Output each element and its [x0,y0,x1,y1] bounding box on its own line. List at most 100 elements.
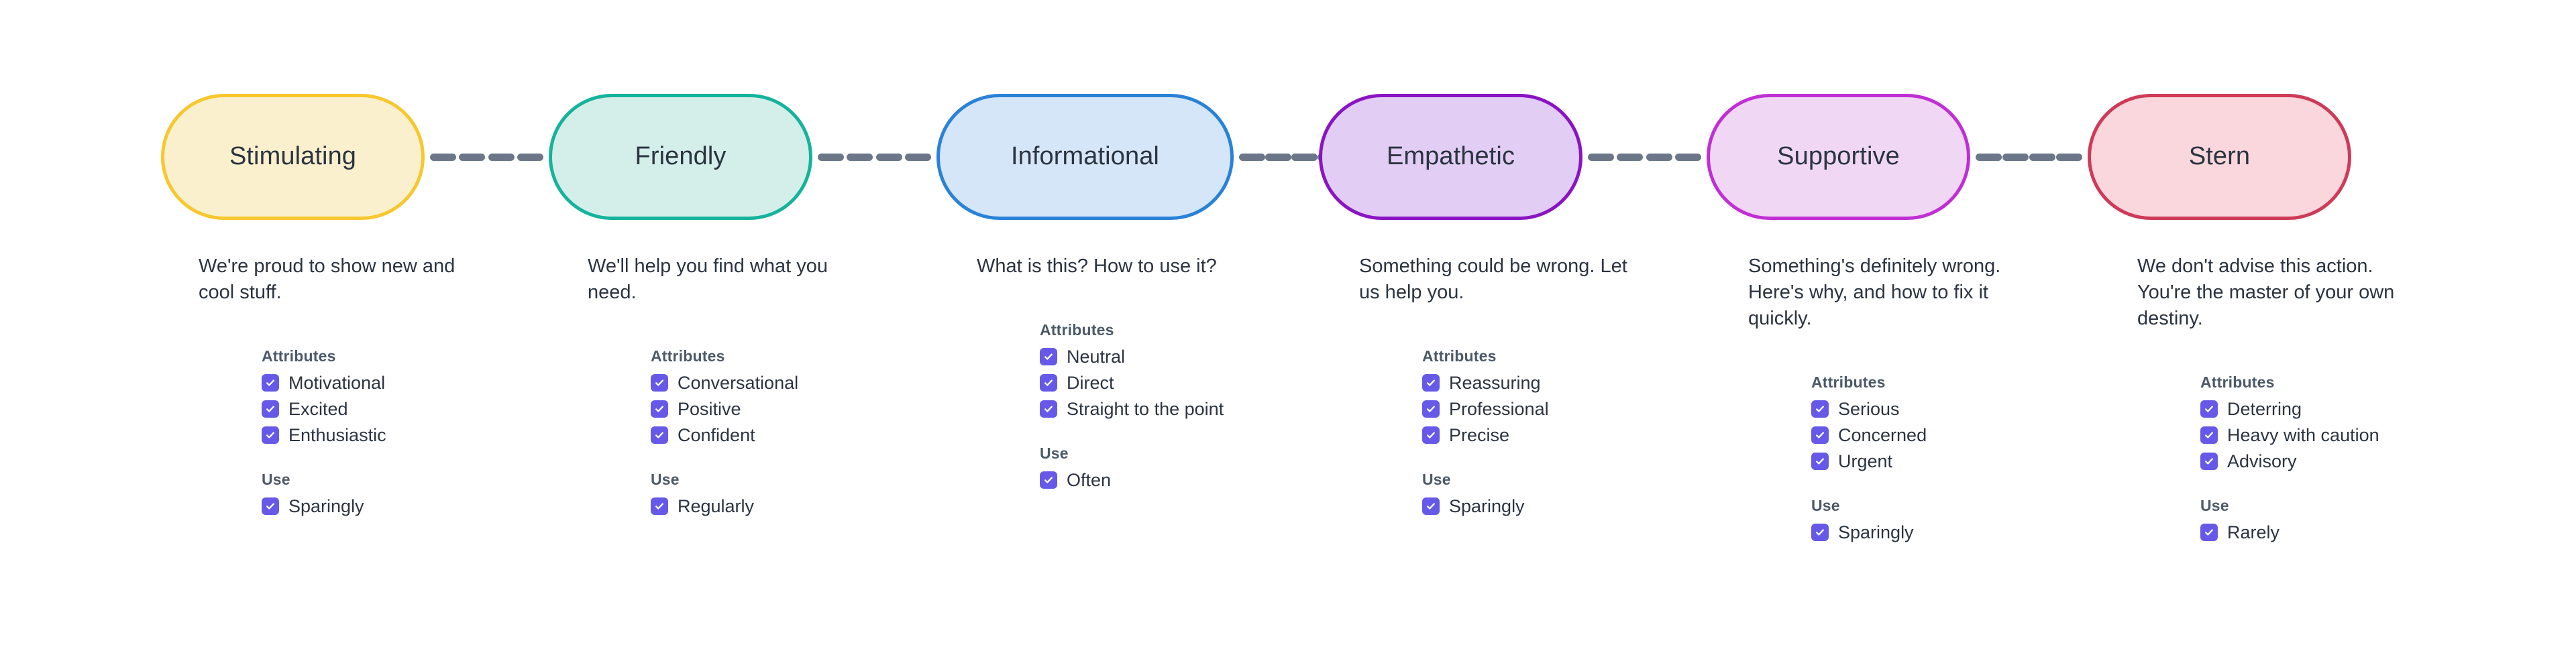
checkbox-checked-icon[interactable] [1422,426,1440,444]
checkbox-label: Motivational [288,373,386,393]
dashed-line-icon [1234,153,1344,161]
checkbox-checked-icon[interactable] [262,497,279,515]
tone-pill-friendly[interactable]: Friendly [549,94,812,220]
checkbox-checked-icon[interactable] [651,426,668,444]
tone-pill-label: Supportive [1777,142,1900,171]
checkbox-row[interactable]: Deterring [2200,399,2513,419]
checkbox-checked-icon[interactable] [1040,400,1057,418]
group-title-attributes: Attributes [651,347,725,365]
checkbox-row[interactable]: Urgent [1811,451,2097,471]
checkbox-checked-icon[interactable] [1040,374,1057,392]
checkbox-checked-icon[interactable] [1422,497,1440,515]
checkbox-label: Concerned [1838,425,1927,445]
checkbox-label: Straight to the point [1067,399,1224,419]
group-title-use: Use [2200,497,2229,514]
checkbox-checked-icon[interactable] [2200,524,2218,541]
checkbox-row[interactable]: Professional [1422,399,1721,419]
checkbox-checked-icon[interactable] [2200,400,2218,418]
checkbox-checked-icon[interactable] [651,497,668,515]
checkbox-row[interactable]: Precise [1422,425,1721,445]
checkbox-checked-icon[interactable] [1422,374,1440,392]
tone-pill-label: Stimulating [229,142,357,171]
checkbox-row[interactable]: Sparingly [262,496,547,516]
checkbox-label: Regularly [678,496,755,516]
checkbox-row[interactable]: Reassuring [1422,373,1721,393]
checkbox-label: Excited [288,399,348,419]
tone-description: Something's definitely wrong. Here's why… [1748,255,2001,329]
dash-segment [1291,153,1318,161]
checkbox-checked-icon[interactable] [2200,453,2218,470]
checkbox-checked-icon[interactable] [1422,400,1440,418]
checkbox-row[interactable]: Serious [1811,399,2097,419]
checkbox-row[interactable]: Advisory [2200,451,2513,471]
checkbox-row[interactable]: Conversational [651,373,936,393]
checkbox-row[interactable]: Positive [651,399,936,419]
checkbox-row[interactable]: Confident [651,425,936,445]
group-title-use: Use [1811,497,1840,514]
dash-segment [2029,153,2055,161]
checkbox-checked-icon[interactable] [651,400,668,418]
checkbox-row[interactable]: Sparingly [1422,496,1721,516]
checkbox-checked-icon[interactable] [651,374,668,392]
checkbox-checked-icon[interactable] [1811,524,1829,541]
group-title-use: Use [1040,445,1069,462]
tone-pill-supportive[interactable]: Supportive [1707,94,1970,220]
checkbox-row[interactable]: Excited [262,399,547,419]
checkbox-row[interactable]: Straight to the point [1040,399,1326,419]
checkbox-checked-icon[interactable] [1811,453,1829,470]
checkbox-label: Often [1067,470,1112,490]
checkbox-checked-icon[interactable] [1040,471,1057,489]
dash-segment [1265,153,1291,161]
dash-segment [517,153,543,161]
tone-pill-stern[interactable]: Stern [2088,94,2351,220]
dashed-line-icon [1970,153,2088,161]
checkbox-checked-icon[interactable] [1811,426,1829,444]
tone-pill-stimulating[interactable]: Stimulating [161,94,425,220]
checkbox-row[interactable]: Regularly [651,496,936,516]
checkbox-label: Reassuring [1449,373,1541,393]
checkbox-row[interactable]: Concerned [1811,425,2097,445]
checkbox-row[interactable]: Rarely [2200,522,2513,542]
tone-description: We're proud to show new and cool stuff. [199,255,455,303]
checkbox-row[interactable]: Often [1040,470,1326,490]
tone-pill-informational[interactable]: Informational [936,94,1234,220]
checkbox-row[interactable]: Direct [1040,373,1326,393]
checkbox-row[interactable]: Sparingly [1811,522,2097,542]
dashed-line-icon [1582,153,1707,161]
checkbox-label: Precise [1449,425,1510,445]
tone-column-stern: We don't advise this action. You're the … [2137,253,2513,548]
dashed-line-icon [425,153,549,161]
checkbox-label: Heavy with caution [2227,425,2379,445]
checkbox-checked-icon[interactable] [262,426,279,444]
checkbox-checked-icon[interactable] [1040,348,1057,365]
dash-segment [1617,153,1644,161]
checkbox-checked-icon[interactable] [262,374,279,392]
checkbox-checked-icon[interactable] [2200,426,2218,444]
checkbox-row[interactable]: Neutral [1040,347,1326,367]
checkbox-checked-icon[interactable] [262,400,279,418]
checkbox-label: Rarely [2227,522,2280,542]
group-title-use: Use [651,471,680,488]
checkbox-row[interactable]: Motivational [262,373,547,393]
checkbox-checked-icon[interactable] [1811,400,1829,418]
checkbox-row[interactable]: Heavy with caution [2200,425,2513,445]
checkbox-label: Sparingly [288,496,364,516]
checkbox-row[interactable]: Enthusiastic [262,425,547,445]
checkbox-label: Urgent [1838,451,1893,471]
group-title-attributes: Attributes [1811,373,1886,391]
tone-pill-empathetic[interactable]: Empathetic [1319,94,1582,220]
